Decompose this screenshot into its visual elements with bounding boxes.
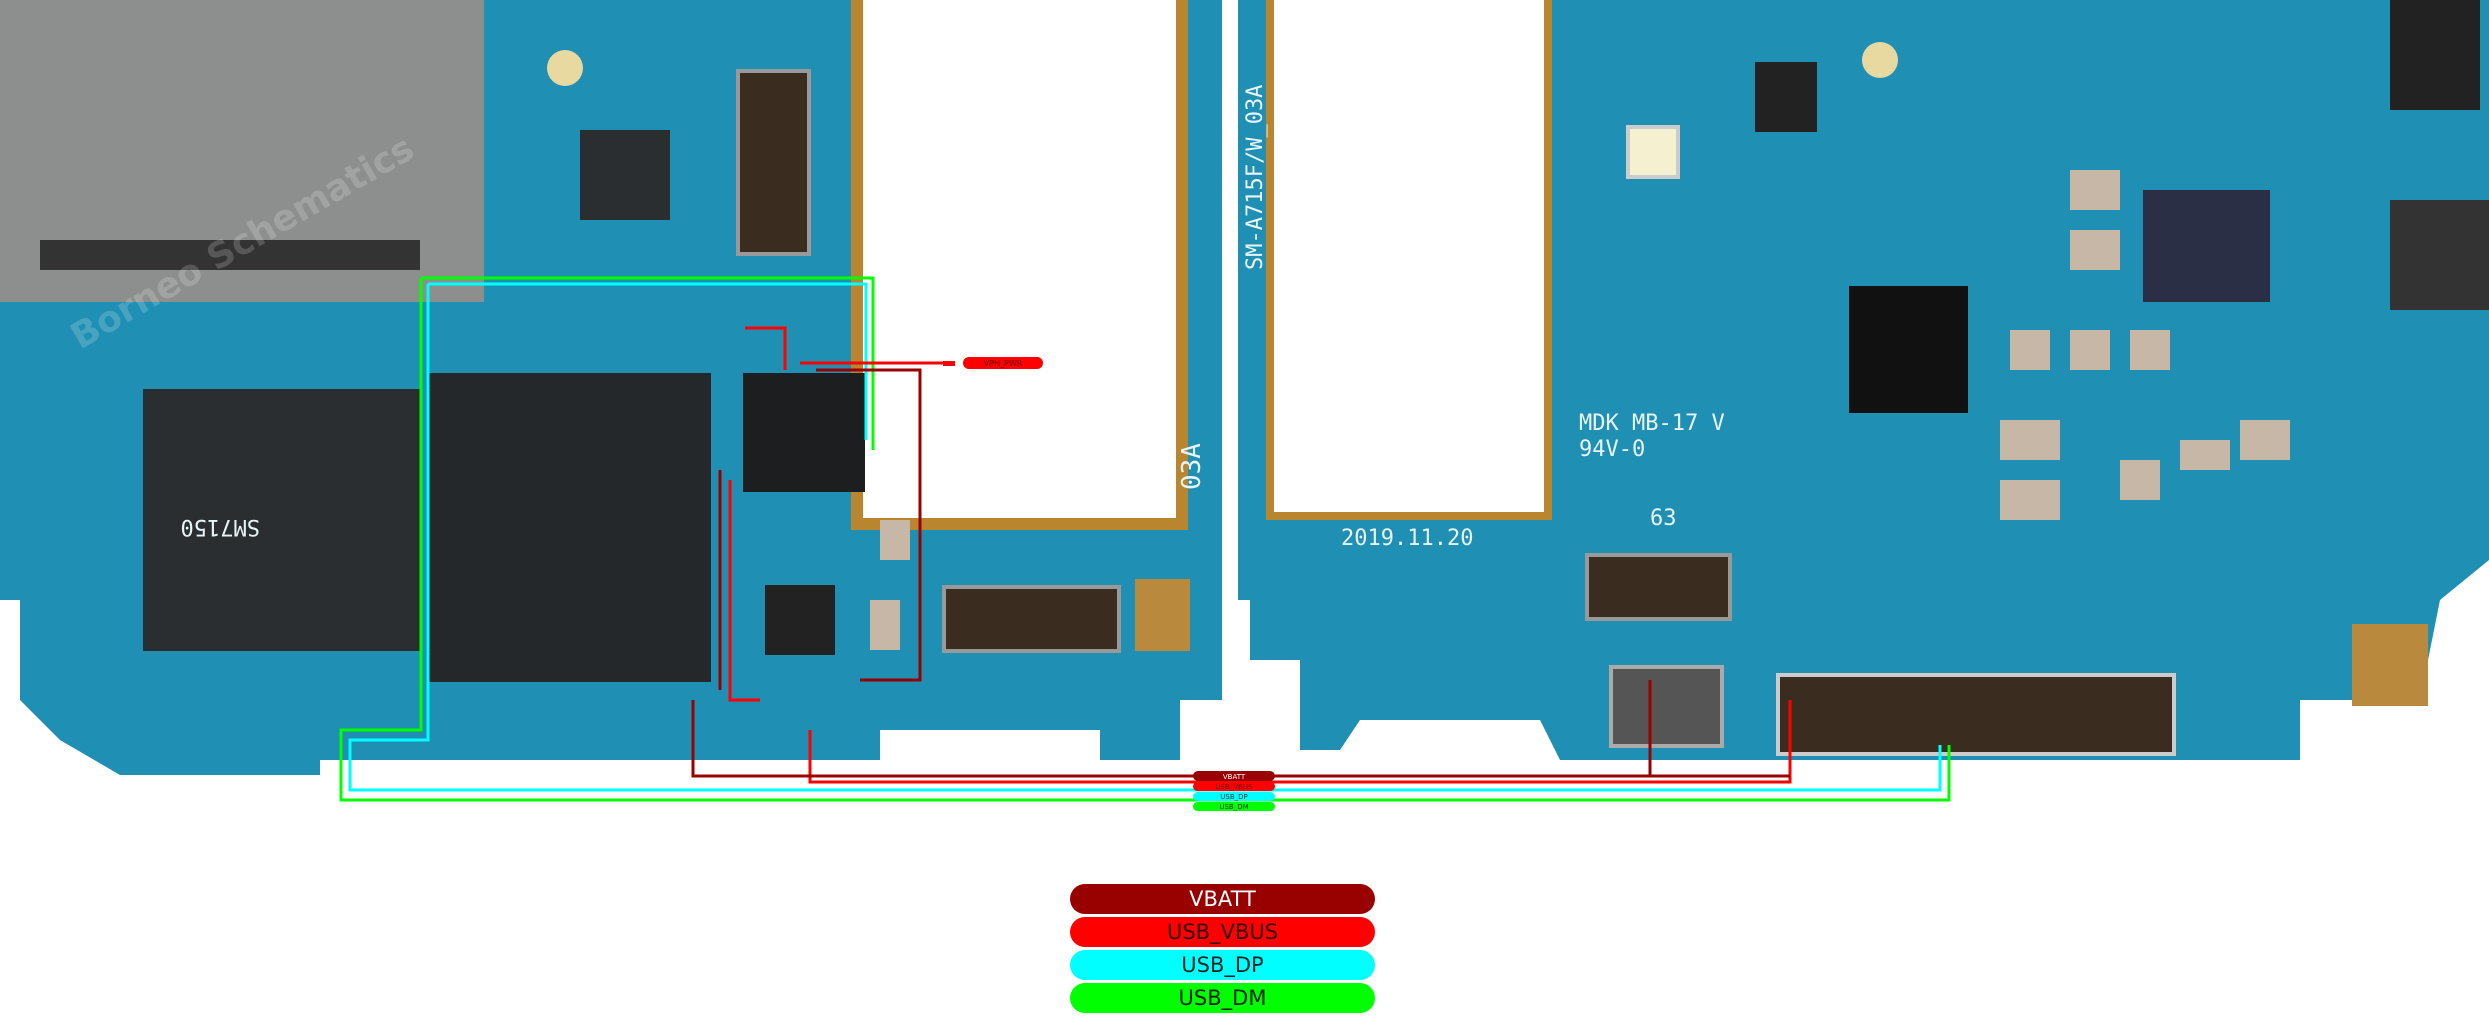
bga-chip: [743, 373, 865, 492]
silk-mdk: MDK MB-17 V: [1579, 411, 1725, 436]
memory-chip: [428, 373, 711, 682]
usb-connector-pad: [1609, 665, 1724, 748]
board-connector-mid: [942, 585, 1121, 653]
chip-right-2: [2143, 190, 2270, 302]
trace-usb-dm: [339, 276, 1951, 802]
trace-tag-usb-vbus: USB_VBUS: [1215, 783, 1253, 791]
qr-code-right: [2352, 624, 2428, 706]
shield-frame-right: [1266, 0, 1552, 520]
gold-pads: [547, 42, 1898, 86]
qr-code-left: [1135, 579, 1190, 651]
legend-usb-dp: USB_DP: [1070, 950, 1375, 980]
soc-chip: [143, 389, 421, 651]
vph-pwr-tag: [963, 357, 1043, 369]
silk-ul: 94V-0: [1579, 437, 1645, 462]
chip-right-1: [1849, 286, 1968, 413]
trace-usb-vbus: [728, 326, 1792, 784]
sim-tray-slot: [40, 240, 420, 270]
pmic-chip: [765, 585, 835, 655]
chip-left-small: [580, 130, 670, 220]
passive-components: [870, 170, 2290, 650]
trace-tag-vbatt: VBATT: [1223, 773, 1246, 781]
chip-right-3: [1755, 62, 1817, 132]
legend-usb-dm: USB_DM: [1070, 983, 1375, 1013]
fpc-connector-long: [1776, 673, 2176, 756]
trace-vbatt: [691, 368, 1790, 778]
trace-tag-usb-dp: USB_DP: [1220, 793, 1247, 801]
soc-marking: SM7150: [181, 514, 260, 539]
vph-pwr-label: VPH_PWR: [984, 359, 1023, 368]
trace-tag-usb-dm: USB_DM: [1219, 803, 1248, 811]
chip-right-5: [2390, 200, 2489, 310]
flash-led: [1626, 125, 1680, 179]
shield-frame-left: [851, 0, 1188, 530]
signal-legend: VBATT USB_VBUS USB_DP USB_DM: [1070, 884, 1375, 1016]
silk-rev: 03A: [1177, 443, 1207, 490]
board-connector-right: [1585, 553, 1732, 621]
trace-label-group: VBATT USB_VBUS USB_DP USB_DM: [1193, 771, 1275, 811]
vph-pwr-arrow: [943, 361, 955, 366]
board-connector-top: [736, 69, 811, 256]
trace-usb-dp: [348, 282, 1942, 792]
chip-right-4: [2390, 0, 2480, 110]
legend-vbatt: VBATT: [1070, 884, 1375, 914]
silk-num: 63: [1650, 506, 1677, 531]
silk-date: 2019.11.20: [1341, 526, 1473, 551]
legend-usb-vbus: USB_VBUS: [1070, 917, 1375, 947]
silk-model: SM-A715F/W_03A: [1243, 85, 1268, 270]
